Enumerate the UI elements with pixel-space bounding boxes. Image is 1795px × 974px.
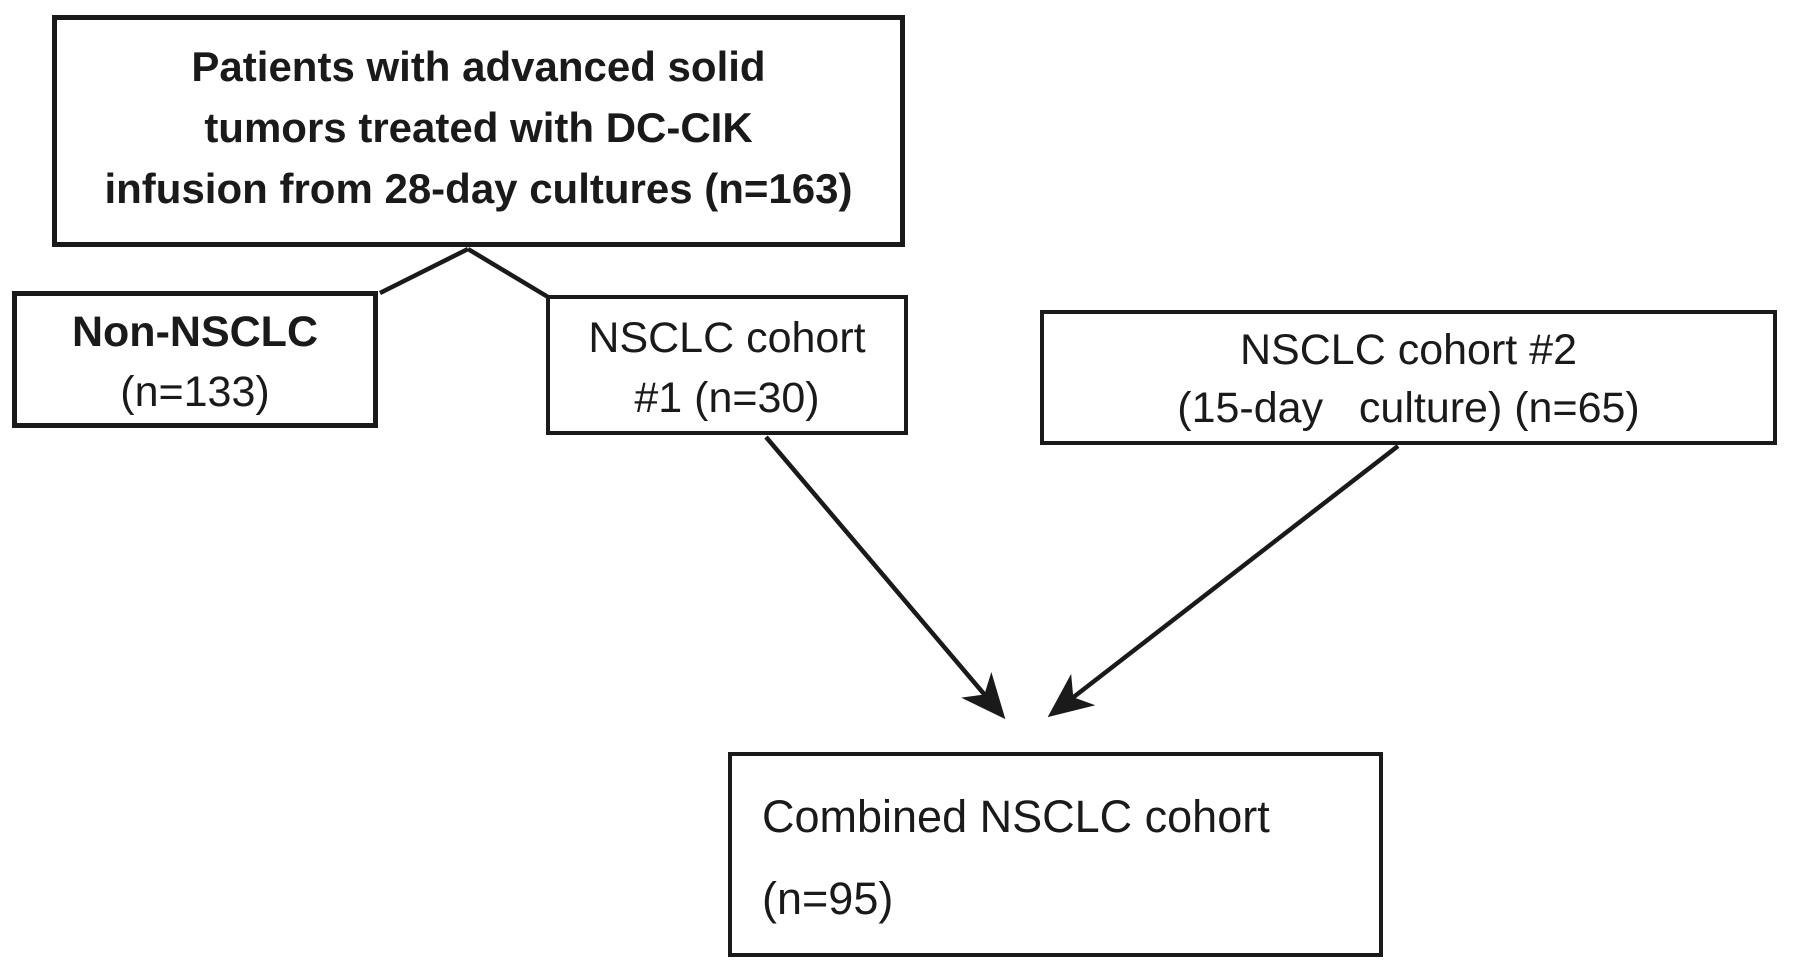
node-nsclc-cohort-1: NSCLC cohort #1 (n=30) — [546, 295, 908, 435]
node-advanced-solid-tumors: Patients with advanced solid tumors trea… — [52, 15, 905, 247]
node-nsclc-cohort-1-line1: NSCLC cohort — [588, 314, 866, 362]
node-nsclc-cohort-2: NSCLC cohort #2 (15-day culture) (n=65) — [1040, 310, 1777, 445]
node-advanced-solid-tumors-line3: infusion from 28-day cultures (n=163) — [104, 165, 853, 212]
node-non-nsclc-line1: Non-NSCLC — [71, 308, 318, 356]
node-combined-nsclc-cohort-line1: Combined NSCLC cohort — [762, 791, 1270, 842]
node-nsclc-cohort-2-line2: (15-day culture) (n=65) — [1177, 384, 1640, 432]
arrow-cohort1-to-combined — [764, 435, 1006, 720]
node-nsclc-cohort-1-line2: #1 (n=30) — [634, 374, 820, 422]
node-non-nsclc: Non-NSCLC (n=133) — [12, 291, 378, 428]
node-combined-nsclc-cohort: Combined NSCLC cohort (n=95) — [728, 752, 1383, 957]
node-non-nsclc-line2: (n=133) — [120, 368, 270, 416]
node-advanced-solid-tumors-line1: Patients with advanced solid — [191, 43, 766, 90]
node-advanced-solid-tumors-line2: tumors treated with DC-CIK — [204, 104, 753, 151]
arrow-cohort2-to-combined — [1047, 444, 1400, 718]
connector-root-to-cohort1 — [466, 247, 550, 299]
node-combined-nsclc-cohort-line2: (n=95) — [762, 873, 894, 924]
node-nsclc-cohort-2-line1: NSCLC cohort #2 — [1240, 326, 1577, 374]
connector-root-to-non-nsclc — [378, 246, 470, 296]
